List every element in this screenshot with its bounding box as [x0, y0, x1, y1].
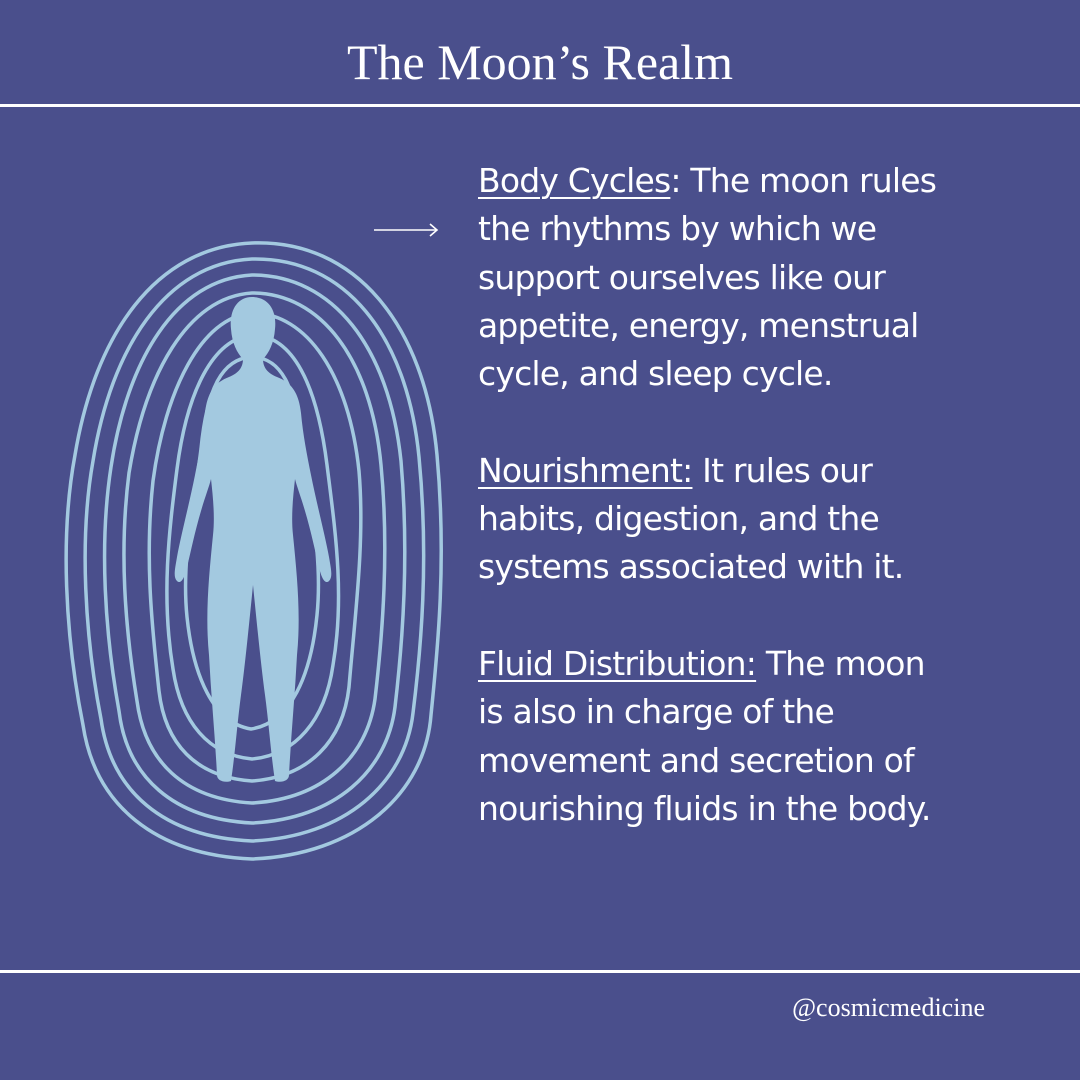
- human-aura-icon: [64, 241, 443, 861]
- section-text: The moon is also in charge of the moveme…: [478, 643, 931, 828]
- section-heading: Body Cycles: [478, 161, 671, 200]
- section-heading: Fluid Distribution:: [478, 643, 757, 683]
- bottom-divider: [0, 970, 1080, 973]
- section-fluid-distribution: Fluid Distribution: The moon is also in …: [478, 640, 958, 833]
- section-body-cycles: Body Cycles: The moon rules the rhythms …: [478, 157, 958, 398]
- section-heading: Nourishment:: [478, 450, 693, 490]
- top-divider: [0, 104, 1080, 107]
- content-body: Body Cycles: The moon rules the rhythms …: [478, 157, 958, 881]
- arrow-right-icon: [374, 223, 439, 237]
- page-title: The Moon’s Realm: [346, 34, 734, 90]
- social-handle: @cosmicmedicine: [792, 993, 985, 1022]
- section-text: : The moon rules the rhythms by which we…: [478, 161, 937, 394]
- section-text: It rules our habits, digestion, and the …: [478, 450, 904, 587]
- section-nourishment: Nourishment: It rules our habits, digest…: [478, 447, 958, 592]
